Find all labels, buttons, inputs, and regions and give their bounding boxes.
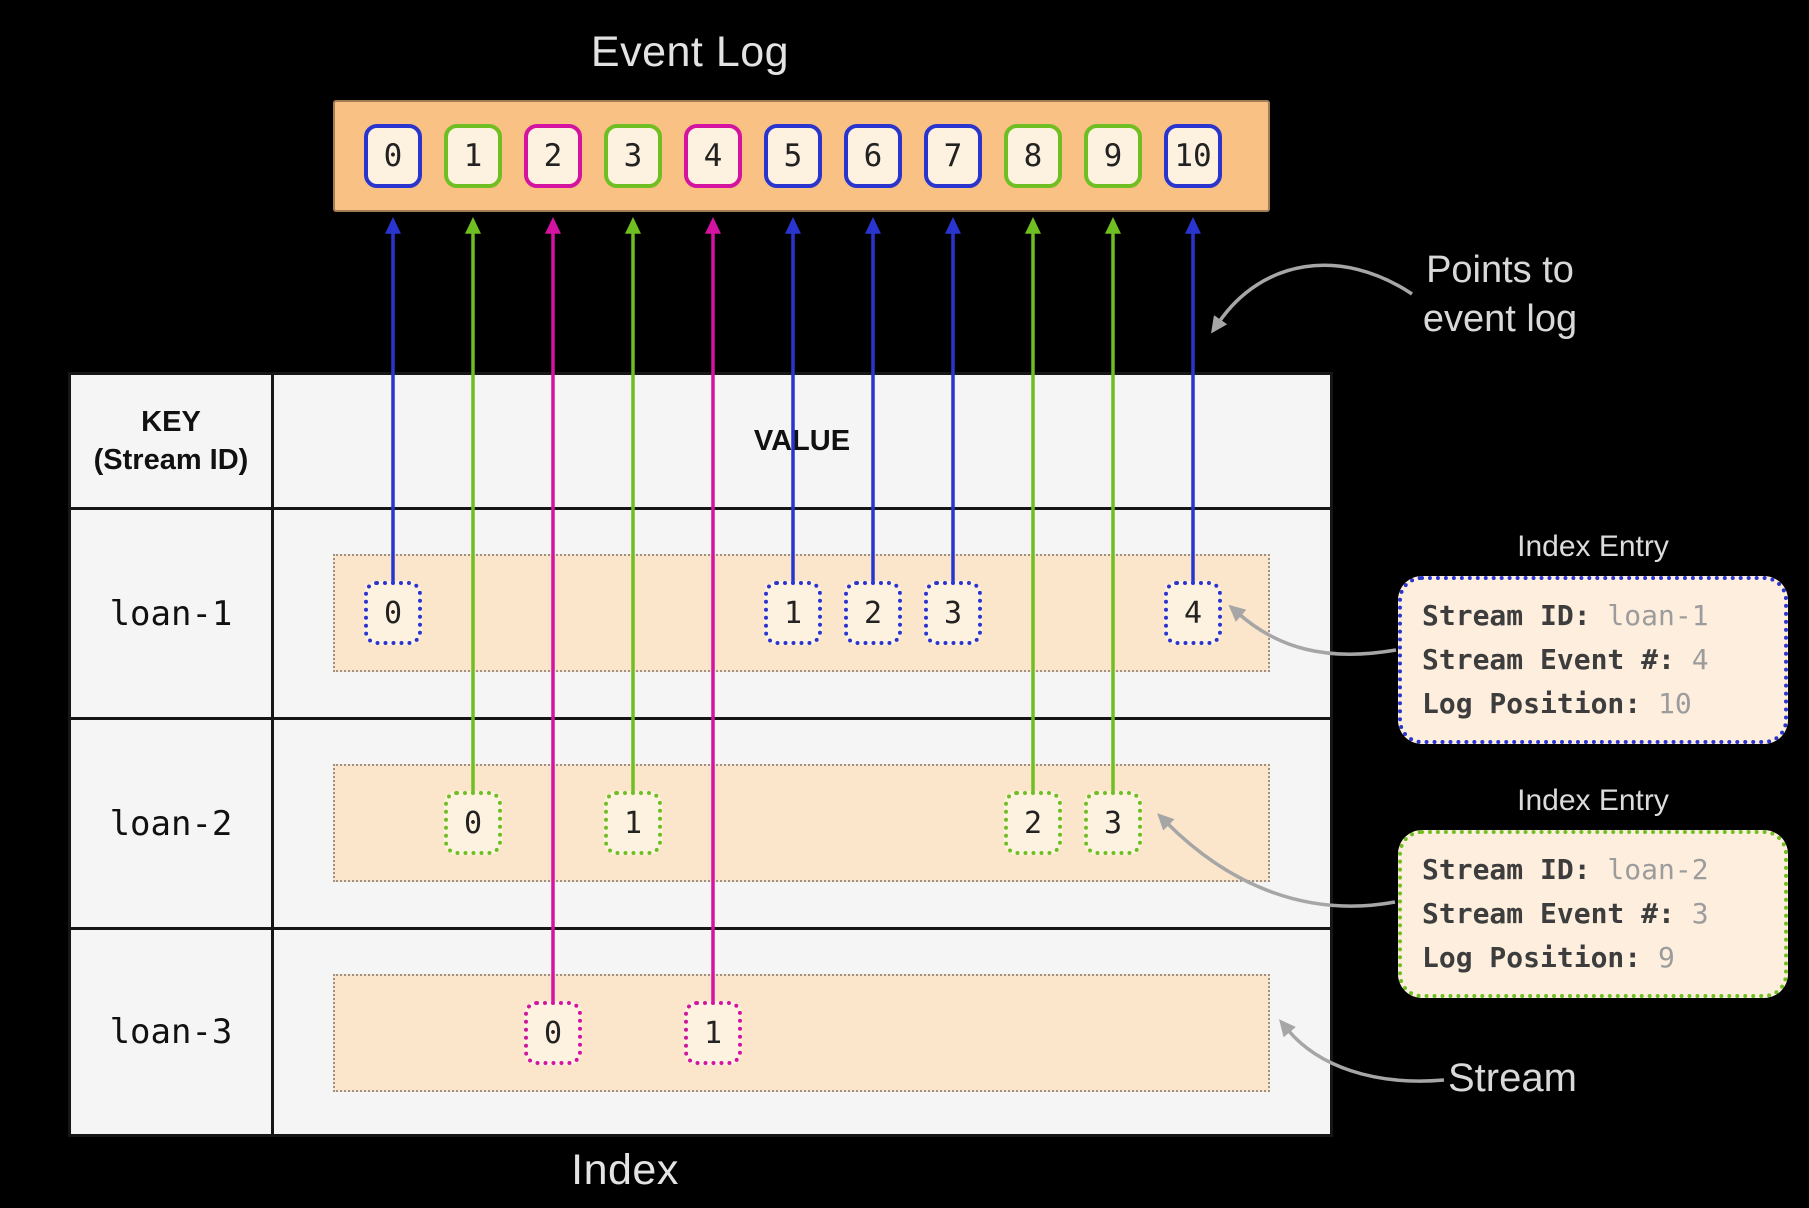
- annotation-field-label: Stream ID:: [1422, 853, 1591, 886]
- event-log-cell-2: 2: [524, 124, 582, 188]
- index-entry-loan-1-1: 1: [764, 581, 822, 645]
- index-entry-loan-2-1: 1: [604, 791, 662, 855]
- index-row-key-loan-1: loan-1: [109, 593, 233, 634]
- annotation-line: Log Position: 10: [1422, 682, 1764, 726]
- index-entry-annotation-title-1: Index Entry: [1517, 530, 1669, 563]
- index-entry-loan-2-3: 3: [1084, 791, 1142, 855]
- points-to-event-log-label: Points to event log: [1422, 249, 1578, 340]
- event-log-cell-10: 10: [1164, 124, 1222, 188]
- annotation-field-value: loan-1: [1590, 599, 1709, 632]
- index-entry-loan-2-2: 2: [1004, 791, 1062, 855]
- annotation-line: Stream Event #: 4: [1422, 638, 1764, 682]
- event-log-cell-5: 5: [764, 124, 822, 188]
- annotation-field-label: Stream ID:: [1422, 599, 1591, 632]
- points-to-arrow: [1211, 263, 1413, 334]
- annotation-field-value: loan-2: [1590, 853, 1709, 886]
- annotation-line: Stream Event #: 3: [1422, 892, 1764, 936]
- annotation-line: Log Position: 9: [1422, 936, 1764, 980]
- annotation-field-label: Stream Event #:: [1422, 897, 1675, 930]
- annotation-line: Stream ID: loan-2: [1422, 848, 1764, 892]
- annotation-field-label: Log Position:: [1422, 941, 1642, 974]
- index-entry-loan-1-4: 4: [1164, 581, 1222, 645]
- annotation-field-value: 3: [1674, 897, 1709, 930]
- index-caption: Index: [571, 1146, 679, 1194]
- index-entry-loan-1-0: 0: [364, 581, 422, 645]
- annotation-field-label: Stream Event #:: [1422, 643, 1675, 676]
- event-log-cell-8: 8: [1004, 124, 1062, 188]
- index-entry-loan-1-2: 2: [844, 581, 902, 645]
- table-row-divider: [71, 717, 1330, 720]
- table-row-divider: [71, 927, 1330, 930]
- annotation-field-value: 4: [1674, 643, 1709, 676]
- event-log-title: Event Log: [590, 28, 790, 76]
- key-column-header: KEY (Stream ID): [93, 406, 249, 476]
- event-log-cell-1: 1: [444, 124, 502, 188]
- annotation-field-label: Log Position:: [1422, 687, 1642, 720]
- table-column-divider: [271, 375, 274, 1134]
- annotation-field-value: 9: [1641, 941, 1675, 974]
- event-log-cell-4: 4: [684, 124, 742, 188]
- stream-label: Stream: [1448, 1056, 1577, 1100]
- event-log-cell-9: 9: [1084, 124, 1142, 188]
- annotation-line: Stream ID: loan-1: [1422, 594, 1764, 638]
- value-column-header: VALUE: [753, 425, 851, 457]
- index-entry-loan-3-0: 0: [524, 1001, 582, 1065]
- event-log-cell-7: 7: [924, 124, 982, 188]
- event-log-cell-3: 3: [604, 124, 662, 188]
- index-entry-loan-2-0: 0: [444, 791, 502, 855]
- index-entry-loan-1-3: 3: [924, 581, 982, 645]
- table-row-divider: [71, 507, 1330, 510]
- index-row-key-loan-2: loan-2: [109, 803, 233, 844]
- annotation-field-value: 10: [1641, 687, 1692, 720]
- event-log-cell-0: 0: [364, 124, 422, 188]
- event-log-cell-6: 6: [844, 124, 902, 188]
- index-entry-loan-3-1: 1: [684, 1001, 742, 1065]
- index-row-key-loan-3: loan-3: [109, 1012, 233, 1052]
- index-entry-annotation-title-2: Index Entry: [1517, 784, 1669, 817]
